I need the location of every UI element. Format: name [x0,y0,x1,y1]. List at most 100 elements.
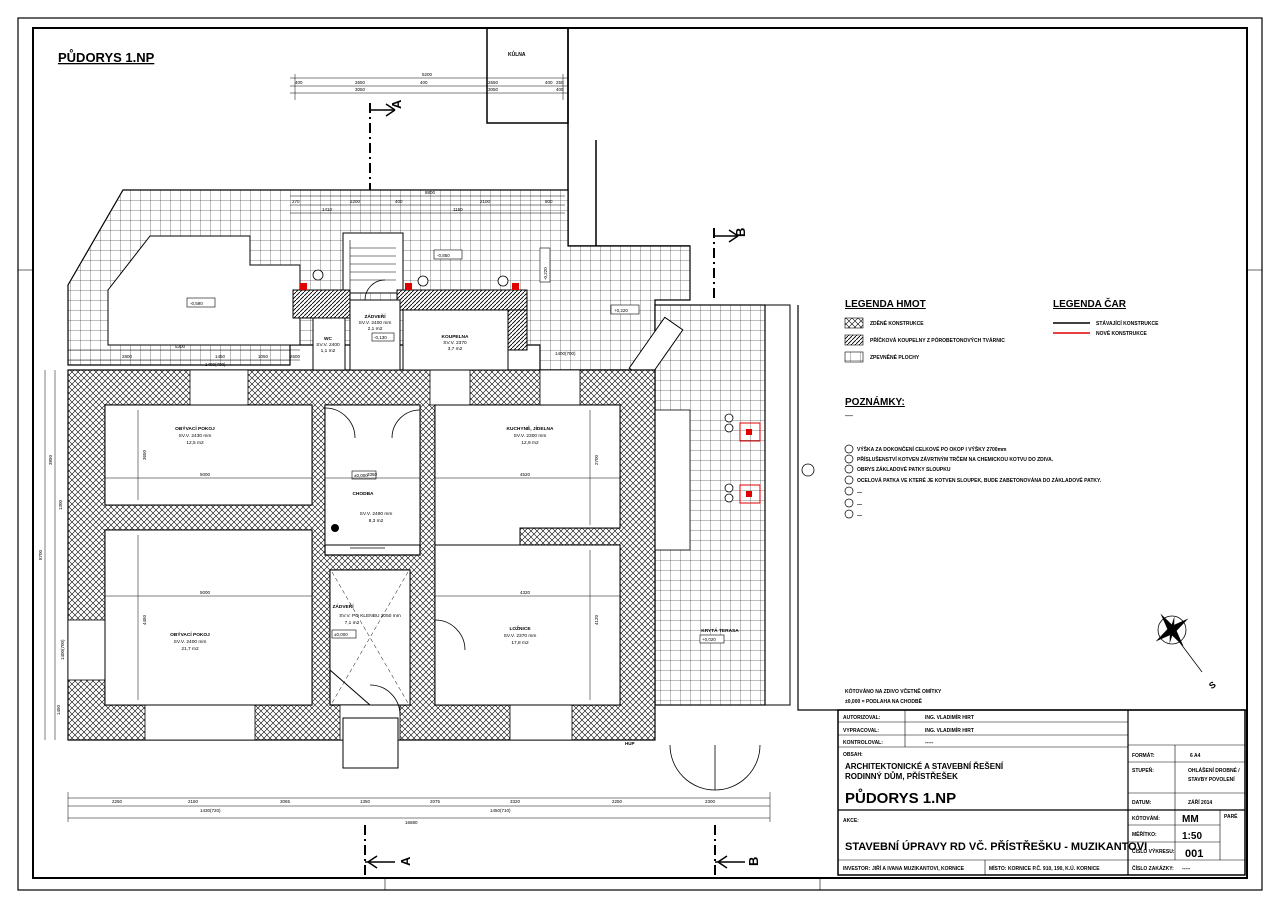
chimney-marker [331,524,339,532]
dim: 1410 [322,207,333,212]
tb-value: ----- [1182,866,1191,872]
dim: 400 [295,80,303,85]
tb-value: ZÁŘÍ 2014 [1188,798,1212,806]
level-mark: -0,220 [543,267,548,280]
dim: 400 [556,87,564,92]
notes-title: POZNÁMKY: [845,395,905,408]
legend-hmot-title: LEGENDA HMOT [845,299,926,310]
bottom-dimension-texts: 2250 2150 3065 1350 2075 3320 2250 2300 … [112,741,716,825]
dim: 270 [292,199,300,204]
level-mark: +0,220 [614,308,628,313]
section-a-bottom [364,825,395,878]
room-area: 3,7 m2 [448,346,463,352]
terrace-dim-row: 270 1410 2200 400 1150 2100 800 [292,199,553,212]
level-mark: ±0,000 [354,473,368,478]
outer-frame [17,17,1263,891]
section-b-top [713,228,739,300]
tb-label: INVESTOR: [843,866,870,872]
note-item: OCELOVÁ PATKA VE KTERÉ JE KOTVEN SLOUPEK… [857,476,1102,484]
plan-title: PŮDORYS 1.NP [58,49,155,65]
top-dim-row2: 3050 3050 400 [355,87,564,92]
room-sv: SV.V. 2370 mm [504,633,537,639]
dim: 2650 [488,80,499,85]
door-swings [324,279,761,791]
dim: 4450 [142,614,147,625]
room-area: 12,9 m2 [521,440,539,446]
room-wc [312,317,346,371]
dim: 4320 [520,590,531,595]
tb-label: MĚŘÍTKO: [1132,830,1157,838]
room-sv: SV.V. 2400 mm [359,320,392,326]
dim: 1450(710) [490,808,511,813]
dim: 2600 [290,354,301,359]
tb-value: MM [1182,814,1199,825]
partition-wall-right [396,289,528,311]
dim: 4120 [594,614,599,625]
dim: 3650 [142,449,147,460]
tb-label: OBSAH: [843,752,863,758]
room-sv: SV.V. 2300 mm [514,433,547,439]
room-labels: WC SV.V. 2400 1,1 m2 ZÁDVEŘÍ SV.V. 2400 … [170,312,739,652]
tb-obsah: RODINNÝ DŮM, PŘÍSTŘEŠEK [845,771,958,781]
tb-value: 1:50 [1182,831,1202,842]
tb-value: STAVBY POVOLENÍ [1188,775,1235,783]
top-dimensions [290,74,568,100]
tb-label: KÓTOVÁNÍ: [1132,814,1160,822]
kolna-label: KŮLNA [508,50,526,58]
dim: 4520 [520,472,531,477]
dim: 1400(700) [205,362,226,367]
dim: 1050 [258,354,269,359]
dim: 8700 [38,549,43,560]
tb-drawing-name: PŮDORYS 1.NP [845,788,956,807]
dim: 2250 [112,799,123,804]
section-a-top-label: A [389,99,404,109]
tb-value: ----- [925,740,934,746]
tb-value: OHLÁŠENÍ DROBNÉ / [1188,766,1240,774]
level-note-line: KÓTOVÁNO NA ZDIVO VČETNĚ OMÍTKY [845,687,942,695]
title-block-texts: AUTORIZOVAL: ING. VLADIMÍR HIRT VYPRACOV… [843,713,1240,872]
room-name: OBÝVACÍ POKOJ [175,424,215,432]
tb-label: MÍSTO: [989,864,1007,872]
entrance-step [342,717,399,769]
legend-hmot-item: PŘÍČKOVÁ KOUPELNY Z PÓROBETONOVÝCH TVÁRN… [870,336,1005,344]
tb-label: KONTROLOVAL: [843,740,883,746]
note-item: — [857,513,862,519]
tb-label: AUTORIZOVAL: [843,715,881,721]
terrace-edge [765,304,791,706]
note-item: PŘÍSLUŠENSTVÍ KOTVEN ZÁVRTNÝM TRČEM NA C… [857,455,1054,463]
level-marks: -0,590 -0,850 -0,220 -0,130 +0,220 ±0,00… [186,247,725,644]
legend-car-item: NOVÉ KONSTRUKCE [1096,329,1148,337]
dim: 16680 [405,820,418,825]
room-bathroom [402,309,509,371]
dim: 3050 [355,87,366,92]
new-columns [300,283,519,290]
tb-obsah: ARCHITEKTONICKÉ A STAVEBNÍ ŘEŠENÍ [845,762,1004,771]
room-name: OBÝVACÍ POKOJ [170,630,210,638]
dim: 2650 [355,80,366,85]
legend-car-item: STÁVAJÍCÍ KONSTRUKCE [1096,319,1159,327]
section-b-top-label: B [733,228,748,237]
room-sv: SV.V. 2490 mm [360,511,393,517]
room-name: WC [324,336,333,342]
room-sv: SV.V. 2400 mm [174,639,207,645]
dim: 2800 [122,354,133,359]
tb-label: ČÍSLO ZAKÁZKY: [1132,864,1174,872]
partition-wall-side [507,309,528,351]
tb-label: ČÍSLO VÝKRESU: [1132,847,1175,855]
north-arrow-icon [1155,613,1203,673]
top-dim-row1: 400 2650 400 2650 400 250 [295,80,564,85]
tb-label: VYPRACOVAL: [843,728,879,734]
dim: 400 [395,199,403,204]
room-sv: SV.V. 2430 mm [179,433,212,439]
dim: 1450 [215,354,226,359]
level-note-line: ±0,000 = PODLAHA NA CHODBĚ [845,697,923,705]
legend-swatch-masonry [844,317,864,329]
legend-swatch-paving [844,351,864,363]
room-area: 7,1 m2 [345,620,360,626]
dim: 250 [556,80,564,85]
level-mark: +0,020 [702,637,716,642]
tb-value: JIŘÍ A IVANA MUZIKANTOVI, KORNICE [872,864,965,872]
dim: 3065 [280,799,291,804]
tb-value: ING. VLADIMÍR HIRT [925,713,974,721]
dim: 400 [545,80,553,85]
